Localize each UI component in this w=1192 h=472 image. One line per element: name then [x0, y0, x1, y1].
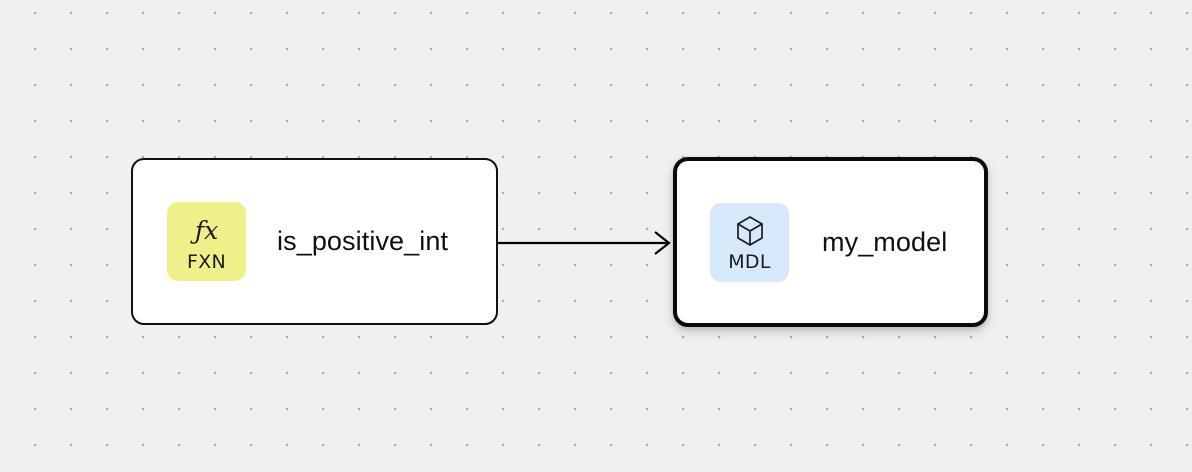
edge-fxn-to-mdl[interactable]: [498, 231, 671, 255]
node-title: my_model: [822, 226, 948, 257]
edge-arrowhead-icon: [654, 231, 671, 255]
node-type-abbr: FXN: [186, 250, 227, 273]
function-icon: ƒx: [194, 216, 219, 245]
node-type-abbr: MDL: [728, 251, 771, 273]
node-type-badge-fxn: ƒx FXN: [167, 202, 246, 281]
node-type-badge-mdl: MDL: [710, 202, 789, 282]
cube-icon: [735, 212, 765, 250]
node-title: is_positive_int: [277, 226, 449, 256]
node-is-positive-int[interactable]: ƒx FXN is_positive_int: [131, 158, 498, 325]
node-my-model[interactable]: MDL my_model: [673, 157, 988, 327]
